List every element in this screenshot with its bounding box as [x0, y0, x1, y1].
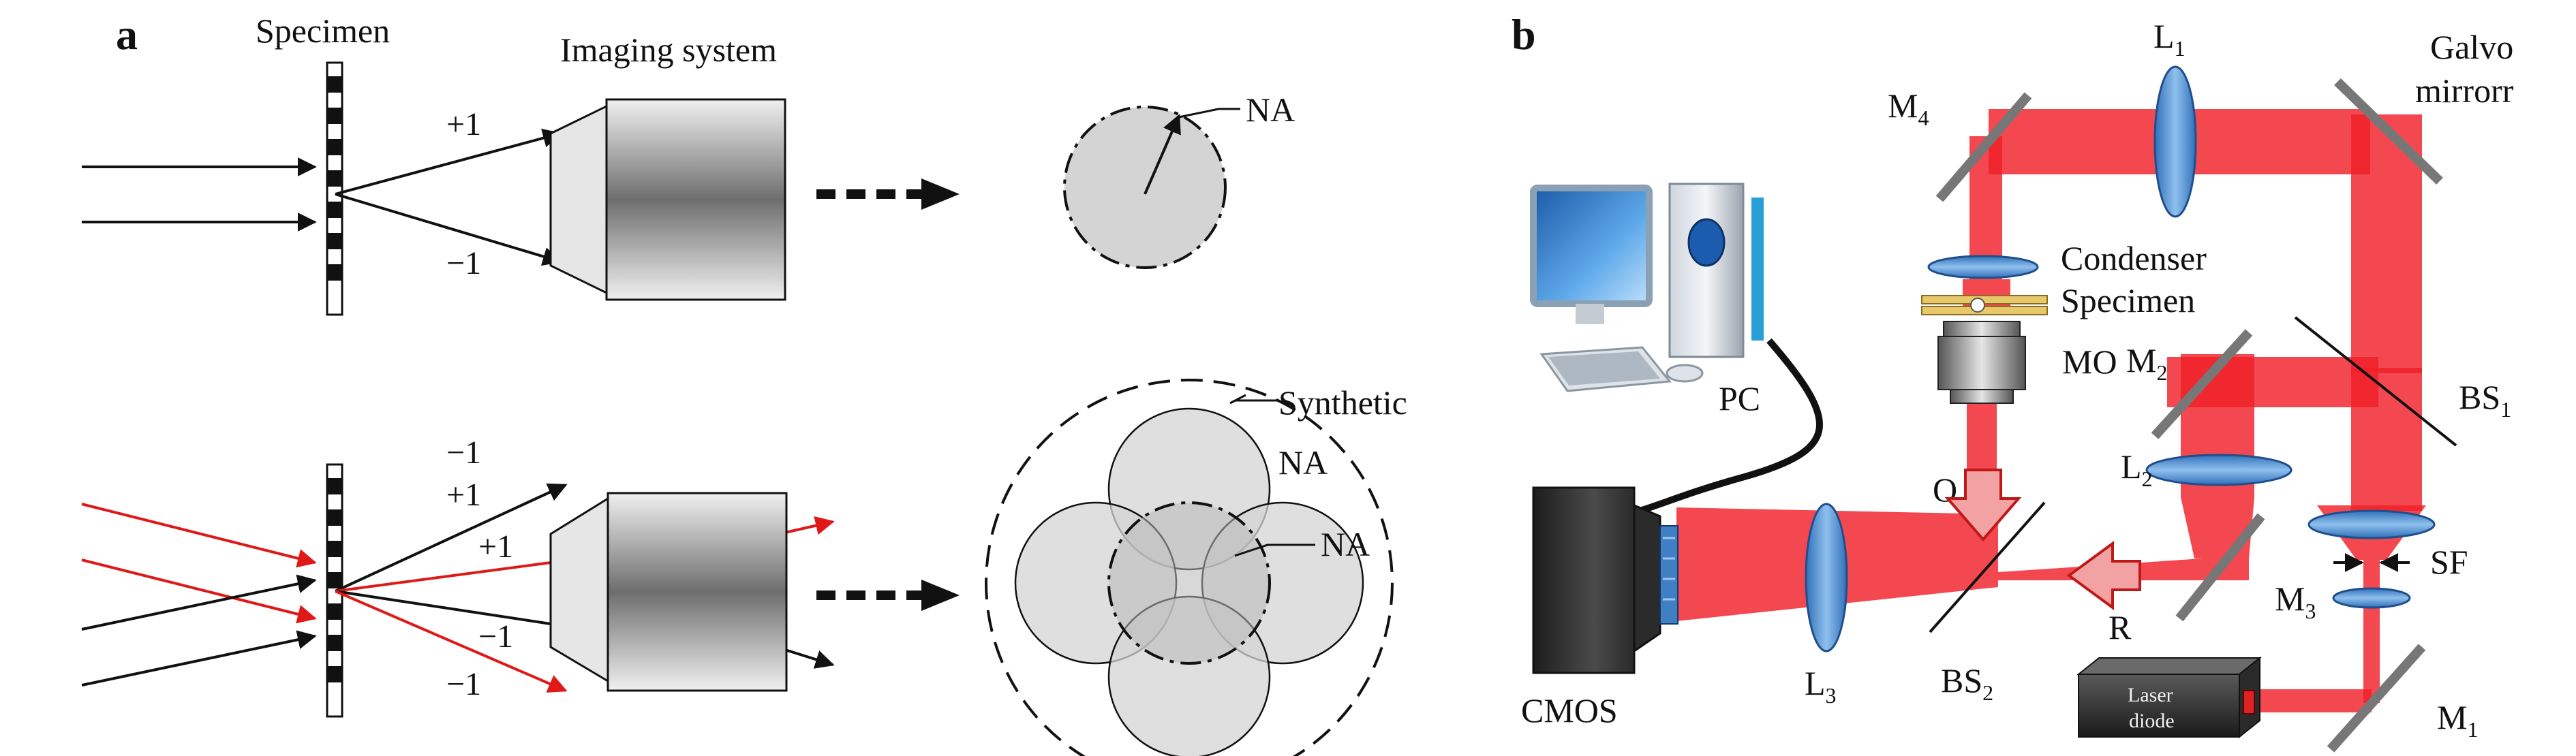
mirror-m4 [1935, 92, 2032, 202]
microscope-objective [1937, 321, 2026, 404]
specimen-b-label: Specimen [2061, 281, 2195, 319]
pc-computer [1530, 183, 1764, 392]
incident-black-2 [81, 630, 317, 687]
synthetic-label: Synthetic [1278, 383, 1407, 422]
laser-label-1: Laser [2128, 684, 2173, 706]
galvo-label-1: Galvo [2430, 28, 2513, 66]
l2-label: L2 [2121, 447, 2153, 491]
bot-minus1-c-label: −1 [446, 666, 481, 702]
cmos-camera [1532, 486, 1678, 674]
sf-label: SF [2430, 543, 2468, 581]
mirror-m2 [2151, 329, 2253, 439]
imaging-system-top [549, 98, 786, 301]
exit-red-ray [784, 516, 835, 535]
bs2-label: BS2 [1941, 661, 1993, 705]
l1-label: L1 [2153, 17, 2186, 61]
spatial-filter [2307, 509, 2436, 609]
panel-a-letter: a [116, 10, 138, 59]
bot-plus1-b-label: +1 [478, 529, 513, 565]
synthetic-na-label: NA [1278, 443, 1328, 482]
order-minus1-ray [335, 193, 562, 266]
lens-l1 [2153, 65, 2197, 218]
laser-diode [2076, 656, 2262, 739]
incident-red-2 [81, 558, 317, 624]
object-arrow [1944, 469, 2022, 542]
order-plus1-ray [335, 129, 562, 195]
condenser-lens [1927, 255, 2039, 279]
mirror-m1 [2327, 644, 2426, 753]
bot-minus1-b-label: −1 [478, 618, 513, 655]
grating-bottom [326, 463, 343, 718]
top-minus1-label: −1 [446, 245, 481, 281]
r-label: R [2109, 608, 2132, 646]
pupil-disk-top [1063, 106, 1240, 269]
imaging-system-bottom [549, 492, 788, 692]
exit-black-ray [784, 648, 835, 669]
pc-label: PC [1719, 379, 1760, 418]
diffracted-red-down [335, 590, 568, 693]
diffracted-red-plus1 [335, 561, 551, 593]
l3-label: L3 [1805, 664, 1837, 708]
m1-label: M1 [2437, 698, 2478, 742]
specimen-label: Specimen [256, 12, 390, 50]
condenser-label: Condenser [2061, 239, 2207, 277]
m3-label: M3 [2275, 580, 2316, 623]
lens-l3 [1805, 503, 1848, 652]
na-top-label: NA [1246, 91, 1295, 129]
dashed-arrow-bottom [816, 580, 960, 611]
incident-red-1 [81, 503, 317, 568]
mirror-m3 [2175, 513, 2265, 622]
imaging-system-label: Imaging system [560, 31, 777, 69]
galvo-label-2: mirrorr [2415, 72, 2514, 110]
bot-plus1-a-label: +1 [446, 477, 481, 513]
diffracted-black-up [335, 483, 568, 593]
inner-na-label: NA [1321, 525, 1370, 563]
lens-l2 [2145, 454, 2293, 486]
mo-label: MO [2062, 343, 2117, 381]
beam-splitter-bs1 [2294, 316, 2457, 447]
m2-label: M2 [2126, 341, 2167, 385]
incident-black-1 [81, 574, 317, 631]
m4-label: M4 [1888, 86, 1929, 130]
laser-label-2: diode [2129, 710, 2175, 732]
reference-arrow [2066, 541, 2141, 610]
top-plus1-label: +1 [446, 106, 481, 142]
grating-top [326, 61, 343, 316]
bs1-label: BS1 [2459, 378, 2511, 422]
cmos-label: CMOS [1521, 691, 1618, 729]
panel-b-letter: b [1512, 10, 1536, 59]
synthetic-aperture [985, 379, 1394, 756]
galvo-mirror [2334, 78, 2443, 185]
diffracted-black-minus1 [335, 590, 551, 625]
dashed-arrow-top [816, 178, 960, 210]
bot-minus1-a-label: −1 [446, 435, 481, 471]
beam-splitter-bs2 [1929, 501, 2046, 633]
pc-cmos-cable [1634, 338, 1823, 516]
specimen-slide [1921, 295, 2048, 315]
